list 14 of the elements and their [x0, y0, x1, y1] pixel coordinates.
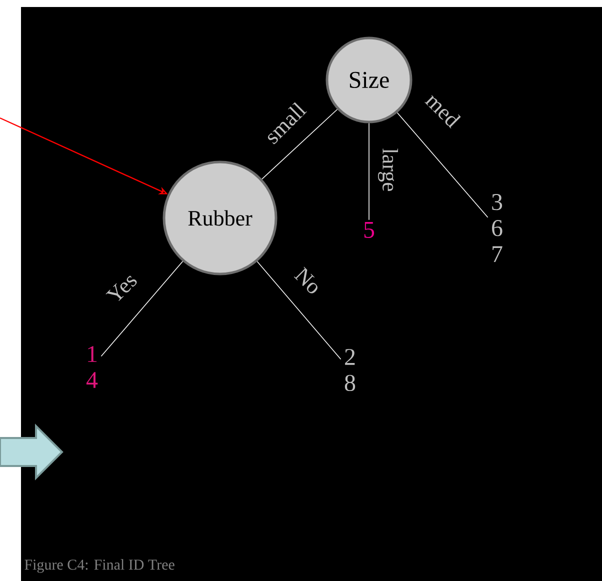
- edge-label: No: [294, 266, 318, 294]
- figure-caption: Figure C4: Final ID Tree: [24, 559, 174, 573]
- branch-line: [262, 108, 338, 180]
- branch-line: [100, 261, 184, 357]
- leaf-label: 1 4: [86, 346, 98, 388]
- edge-label: Yes: [106, 276, 137, 302]
- leaf-label: 3 6 7: [492, 194, 502, 262]
- branch-line: [396, 112, 488, 218]
- branch-line: [368, 122, 370, 220]
- edge-label: large: [378, 148, 398, 192]
- leaf-label: 2 8: [344, 348, 356, 392]
- branch-line: [256, 261, 342, 360]
- leaf-label: 5: [364, 222, 374, 238]
- edge-label: med: [424, 95, 461, 129]
